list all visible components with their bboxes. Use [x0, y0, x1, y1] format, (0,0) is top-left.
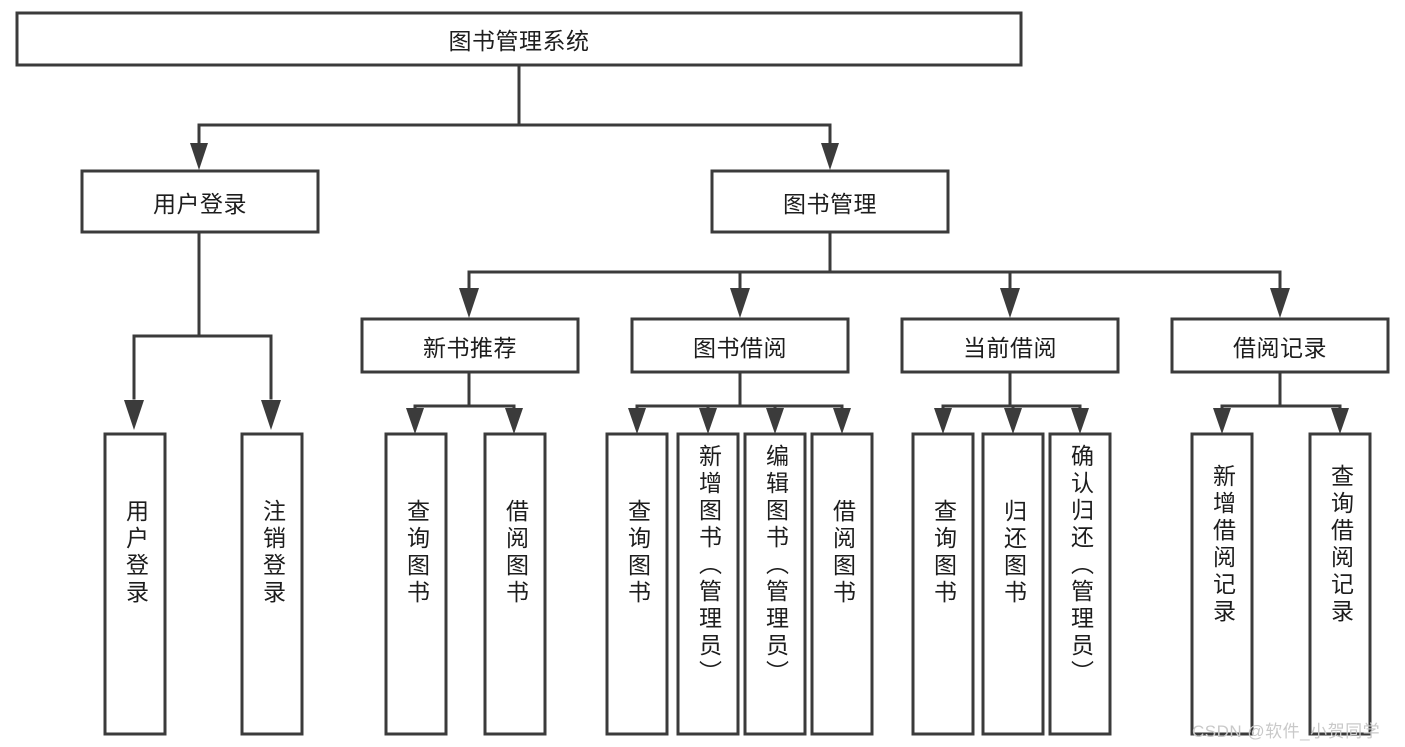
- leaf-box-current-borrow-1[interactable]: [981, 432, 1045, 736]
- leaf-box-book-borrow-2[interactable]: [743, 432, 807, 736]
- leaf-box-borrow-record-1[interactable]: [1308, 432, 1372, 736]
- connector-bookmgmt-to-level3: [459, 231, 1290, 318]
- connector-newbook-to-leaves: [406, 371, 523, 434]
- leaf-box-new-book-0[interactable]: [384, 432, 448, 736]
- connector-currentborrow-to-leaves: [934, 371, 1089, 434]
- leaf-box-book-borrow-3[interactable]: [810, 432, 874, 736]
- leaf-box-new-book-1[interactable]: [483, 432, 547, 736]
- node-box-user-login[interactable]: [80, 169, 320, 234]
- leaf-box-book-borrow-1[interactable]: [676, 432, 740, 736]
- connector-root-to-level2: [190, 64, 839, 170]
- leaf-box-current-borrow-0[interactable]: [911, 432, 975, 736]
- node-box-current-borrow[interactable]: [900, 317, 1120, 374]
- node-box-root[interactable]: [15, 11, 1023, 67]
- node-box-book-management[interactable]: [710, 169, 950, 234]
- connector-userlogin-to-leaves: [124, 231, 281, 430]
- node-box-borrow-record[interactable]: [1170, 317, 1390, 374]
- leaf-box-borrow-record-0[interactable]: [1190, 432, 1254, 736]
- leaf-box-user-login-1[interactable]: [240, 432, 304, 736]
- node-box-new-book-recommend[interactable]: [360, 317, 580, 374]
- leaf-box-user-login-0[interactable]: [103, 432, 167, 736]
- connector-borrowrecord-to-leaves: [1213, 371, 1349, 434]
- leaf-box-book-borrow-0[interactable]: [605, 432, 669, 736]
- connector-bookborrow-to-leaves: [628, 371, 851, 434]
- node-box-book-borrow[interactable]: [630, 317, 850, 374]
- leaf-box-current-borrow-2[interactable]: [1048, 432, 1112, 736]
